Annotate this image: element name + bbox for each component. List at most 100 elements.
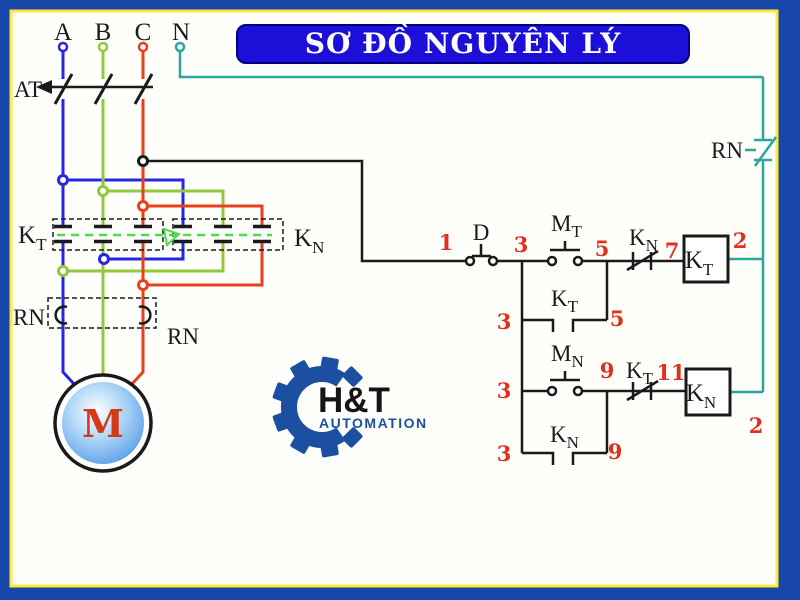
gear-icon bbox=[272, 356, 363, 458]
mn-button-label: MN bbox=[551, 341, 584, 371]
kn-coil-box bbox=[684, 367, 732, 417]
mt-terminal-right bbox=[572, 255, 584, 267]
d-plunger bbox=[472, 244, 491, 258]
title-banner-box bbox=[236, 24, 690, 64]
node-2-kt: 2 bbox=[733, 228, 748, 253]
kn-interlock-label: KN bbox=[629, 225, 658, 255]
control-feed-wire bbox=[148, 159, 465, 263]
phase-a-kn-return bbox=[104, 241, 185, 261]
breaker-blade-a bbox=[53, 73, 74, 105]
rn-bottom-label: RN bbox=[167, 324, 199, 349]
labels: A B C N AT KT KN RN RN RN D MT MN KT KN … bbox=[13, 19, 743, 452]
junction-b-return bbox=[57, 265, 69, 277]
terminal-n bbox=[174, 41, 186, 53]
logo-tagline: AUTOMATION bbox=[319, 415, 428, 431]
d-terminal-right bbox=[487, 255, 499, 267]
terminal-b bbox=[97, 41, 109, 53]
breaker-blades bbox=[53, 73, 154, 105]
kn-nc-interlock bbox=[626, 249, 659, 272]
gear-teeth bbox=[272, 356, 363, 458]
junction-b bbox=[97, 185, 109, 197]
mn-terminal-left bbox=[546, 385, 558, 397]
rn-left-label: RN bbox=[13, 305, 45, 330]
phase-b-label: B bbox=[95, 19, 112, 46]
kt-nc-blade bbox=[626, 379, 659, 402]
stop-button-d bbox=[464, 244, 499, 267]
node-9-mn: 9 bbox=[600, 358, 615, 383]
gear-tooth bbox=[320, 356, 339, 373]
junction-a bbox=[57, 174, 69, 186]
kt-coil-label: KT bbox=[685, 247, 714, 279]
main-contact-blocks bbox=[52, 218, 284, 251]
kn-main-label: KN bbox=[294, 225, 324, 257]
neutral-wire-top bbox=[178, 51, 763, 79]
junction-c bbox=[137, 200, 149, 212]
breaker-blade-b bbox=[93, 73, 114, 105]
motor-body bbox=[62, 382, 144, 464]
rn-box bbox=[47, 297, 157, 329]
kn-latch-left bbox=[522, 451, 555, 465]
linkage-interlock-mark bbox=[162, 227, 181, 247]
neutral-label: N bbox=[172, 19, 190, 46]
phase-c-branch-to-kn bbox=[143, 204, 264, 227]
mt-plunger bbox=[550, 241, 580, 252]
gear-tooth bbox=[342, 366, 363, 387]
node-9-latch-kn: 9 bbox=[608, 439, 623, 464]
rn-contact-blade bbox=[753, 136, 778, 167]
node-2-kn: 2 bbox=[749, 413, 764, 438]
logo-name: H&T bbox=[318, 381, 390, 420]
d-terminal-left bbox=[464, 255, 476, 267]
kn-latch-right bbox=[571, 451, 607, 465]
kt-main-label: KT bbox=[18, 222, 47, 254]
main-contact-gaps bbox=[54, 224, 271, 244]
motor-symbol: M bbox=[53, 373, 153, 473]
rn-control-contact bbox=[753, 136, 778, 167]
gear-tooth bbox=[272, 411, 291, 432]
node-5-latch-kt: 5 bbox=[610, 306, 625, 331]
reverse-button-mn bbox=[546, 371, 584, 397]
breaker-at-symbol bbox=[36, 73, 154, 105]
node-7: 7 bbox=[665, 238, 680, 263]
kt-nc-interlock bbox=[626, 379, 659, 402]
phase-c-kn-return bbox=[143, 241, 264, 287]
junction-c-return bbox=[137, 279, 149, 291]
phase-c-label: C bbox=[135, 19, 152, 46]
page-title: SƠ ĐỒ NGUYÊN LÝ bbox=[305, 23, 621, 60]
gear-ring bbox=[281, 366, 346, 448]
breaker-label: AT bbox=[14, 77, 42, 102]
mt-terminal-left bbox=[546, 255, 558, 267]
phase-a-wire-to-motor bbox=[61, 241, 76, 386]
rn-heater-right bbox=[138, 305, 152, 325]
node-3-main: 3 bbox=[514, 232, 529, 257]
node-3-latch-kt: 3 bbox=[497, 309, 512, 334]
control-tap-junction bbox=[137, 155, 149, 167]
terminal-c bbox=[137, 41, 149, 53]
kt-latch-label: KT bbox=[551, 286, 579, 316]
node-3-latch-kn: 3 bbox=[497, 441, 512, 466]
node-5-main: 5 bbox=[595, 236, 610, 261]
title-banner: SƠ ĐỒ NGUYÊN LÝ bbox=[236, 23, 690, 64]
kn-latch-label: KN bbox=[550, 422, 579, 452]
kt-latch-right bbox=[571, 318, 607, 332]
breaker-arrow bbox=[36, 80, 52, 94]
forward-button-mt bbox=[546, 241, 584, 267]
kn-nc-blade bbox=[626, 249, 659, 272]
kn-coil-label: KN bbox=[686, 380, 716, 412]
rn-heater-left bbox=[54, 305, 68, 325]
mn-terminal-right bbox=[572, 385, 584, 397]
breaker-blade-c bbox=[133, 73, 154, 105]
stop-button-label: D bbox=[473, 220, 490, 245]
logo: H&T AUTOMATION bbox=[272, 356, 428, 458]
gear-tooth bbox=[342, 427, 363, 448]
neutral-wire bbox=[178, 51, 765, 394]
kt-main-contact-box bbox=[52, 218, 164, 251]
node-3-mn: 3 bbox=[497, 378, 512, 403]
gear-tooth bbox=[290, 360, 311, 380]
terminal-a bbox=[57, 41, 69, 53]
supply-terminals bbox=[57, 41, 186, 53]
gear-tooth bbox=[320, 441, 339, 458]
gear-tooth bbox=[272, 382, 291, 403]
gear-tooth bbox=[290, 434, 311, 454]
